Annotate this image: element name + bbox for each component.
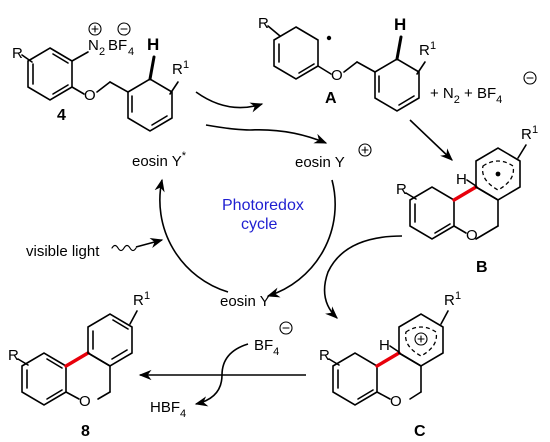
- eosin-y-excited: eosin Y*: [132, 150, 187, 170]
- compound-b-ring-b: [475, 147, 521, 201]
- compound-a-r1-label: R: [419, 42, 430, 59]
- plus-charge-icon: [414, 332, 428, 346]
- arrow-4-to-a: [195, 91, 264, 113]
- cycle-title-line2: cycle: [241, 216, 278, 233]
- compound-b-delocalized-arc: [481, 160, 515, 191]
- compound-c-delocalized-arc: [404, 326, 438, 357]
- compound-8-ring-b: [87, 313, 133, 367]
- new-bond-c: [375, 351, 401, 368]
- arrow-bf4-in: [221, 343, 249, 376]
- compound-4-ring-a: [27, 47, 73, 101]
- arrow-cycle-right: [266, 179, 336, 298]
- compound-a-label: A: [325, 90, 337, 107]
- svg-text:1: 1: [430, 40, 436, 52]
- compound-c-r1-label: R: [444, 292, 455, 309]
- compound-b: O H R 1 R B: [396, 124, 538, 276]
- compound-4-bf4-label: BF: [108, 37, 127, 54]
- compound-b-label: B: [476, 259, 488, 276]
- visible-light-label: visible light: [26, 243, 100, 260]
- light-wave-icon: [111, 244, 137, 252]
- compound-c: O H R 1 R C: [319, 290, 461, 440]
- hbf4-label: HBF4: [150, 399, 186, 420]
- compound-c-ring-a: [332, 352, 378, 406]
- compound-c-r-label: R: [319, 347, 330, 364]
- compound-a-ring-b: [374, 58, 420, 112]
- compound-a-oxygen-label: O: [331, 67, 343, 84]
- compound-4-n2-label: N: [88, 37, 99, 54]
- compound-8-r1-label: R: [133, 292, 144, 309]
- eosin-y-radical-cation: eosin Y: [295, 154, 345, 171]
- compound-b-ring-a: [409, 186, 455, 240]
- radical-dot-icon: [495, 171, 501, 177]
- bf4-anion-label: BF4: [254, 337, 279, 358]
- photoredox-cycle: Photoredox cycle eosin Y* eosin Y eosin …: [26, 143, 372, 310]
- compound-a-ring-a: [273, 26, 319, 80]
- minus-charge-icon: [279, 321, 293, 335]
- compound-8-label: 8: [81, 423, 90, 440]
- plus-charge-icon: [88, 22, 102, 36]
- svg-text:1: 1: [532, 124, 538, 136]
- minus-charge-icon: [523, 71, 537, 85]
- svg-text:1: 1: [183, 59, 189, 71]
- compound-a: R O H R 1 A + N2 + BF4: [258, 15, 537, 112]
- compound-4: N 2 BF 4 R O H R 1 4: [12, 22, 189, 132]
- compound-c-label: C: [414, 423, 426, 440]
- compound-8: O R 1 R 8: [8, 290, 150, 440]
- arrow-cycle-left: [154, 178, 229, 293]
- compound-4-r1-label: R: [172, 61, 183, 78]
- compound-8-ring-a: [21, 352, 67, 406]
- compound-4-r-label: R: [12, 45, 23, 62]
- svg-text:1: 1: [455, 290, 461, 302]
- radical-dot-icon: [326, 35, 332, 41]
- eosin-y-ground: eosin Y: [220, 293, 270, 310]
- svg-text:2: 2: [99, 46, 105, 58]
- compound-4-label: 4: [57, 107, 66, 124]
- arrow-electron-transfer: [205, 124, 328, 144]
- compound-8-oxygen-label: O: [79, 393, 91, 410]
- new-bond-b: [452, 185, 478, 202]
- compound-b-h-label: H: [456, 171, 467, 188]
- compound-4-h-label: H: [147, 35, 159, 54]
- plus-charge-icon: [358, 143, 372, 157]
- compound-b-r-label: R: [396, 181, 407, 198]
- compound-b-r1-label: R: [521, 126, 532, 143]
- compound-c-ring-b: [398, 313, 444, 367]
- svg-text:1: 1: [144, 290, 150, 302]
- arrow-b-to-c: [323, 235, 403, 319]
- minus-charge-icon: [117, 22, 131, 36]
- compound-c-oxygen-label: O: [390, 393, 402, 410]
- compound-4-ring-b: [127, 78, 173, 132]
- byproduct-text: + N2 + BF4: [430, 85, 502, 106]
- compound-c-h-label: H: [379, 337, 390, 354]
- arrow-hbf4-out: [194, 374, 223, 407]
- compound-8-r-label: R: [8, 347, 19, 364]
- arrow-light: [135, 238, 164, 248]
- arrow-a-to-b: [409, 119, 453, 161]
- svg-text:4: 4: [128, 46, 134, 58]
- compound-4-oxygen-label: O: [84, 87, 96, 104]
- cycle-title-line1: Photoredox: [222, 197, 304, 214]
- compound-b-oxygen-label: O: [466, 227, 478, 244]
- compound-a-h-label: H: [394, 15, 406, 34]
- new-bond-8: [64, 351, 90, 368]
- compound-a-r-label: R: [258, 15, 269, 32]
